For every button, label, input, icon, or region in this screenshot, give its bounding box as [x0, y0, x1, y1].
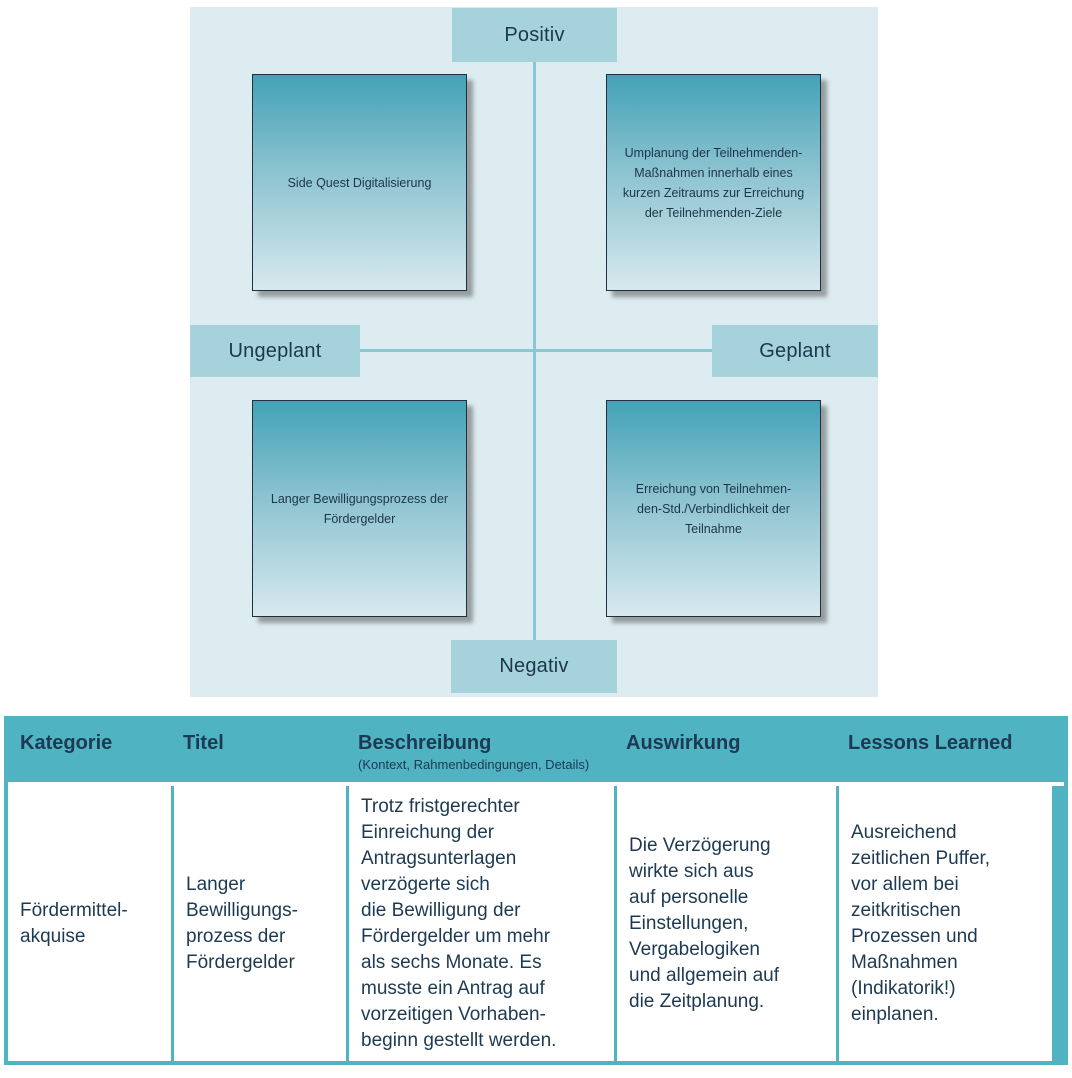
axis-label-ungeplant: Ungeplant: [190, 325, 360, 377]
axis-label-negativ: Negativ: [451, 640, 617, 693]
column-header-label: Titel: [183, 732, 224, 754]
cell-text: Fördermittel- akquise: [20, 899, 128, 947]
quadrant-card-text: Erreichung von Teilnehmen- den-Std./Verb…: [635, 481, 792, 536]
cell-beschreibung: Trotz fristgerechter Einreichung der Ant…: [349, 786, 614, 1061]
axis-label-positiv: Positiv: [452, 8, 617, 62]
column-header-auswirkung: Auswirkung: [614, 720, 836, 782]
quadrant-card-text: Umplanung der Teilnehmenden- Maßnahmen i…: [622, 145, 805, 220]
axis-label-ungeplant-text: Ungeplant: [228, 339, 322, 362]
axis-label-geplant: Geplant: [712, 325, 878, 377]
axis-label-positiv-text: Positiv: [504, 23, 565, 46]
lessons-learned-table: Kategorie Titel Beschreibung (Kontext, R…: [4, 716, 1068, 1065]
quadrant-card-negativ-geplant: Erreichung von Teilnehmen- den-Std./Verb…: [606, 400, 821, 617]
column-header-label: Auswirkung: [626, 732, 741, 754]
column-header-label: Lessons Learned: [848, 732, 1013, 754]
column-header-beschreibung: Beschreibung (Kontext, Rahmenbedingungen…: [346, 720, 614, 782]
column-header-sublabel: (Kontext, Rahmenbedingungen, Details): [358, 757, 590, 772]
axis-label-negativ-text: Negativ: [499, 655, 569, 677]
column-header-titel: Titel: [171, 720, 346, 782]
cell-titel: Langer Bewilligungs- prozess der Förderg…: [174, 786, 346, 1061]
horizontal-axis-line: [360, 349, 712, 352]
table-row: Fördermittel- akquise Langer Bewilligung…: [8, 786, 1064, 1061]
cell-kategorie: Fördermittel- akquise: [8, 786, 171, 1061]
table-header-row: Kategorie Titel Beschreibung (Kontext, R…: [8, 720, 1064, 782]
quadrant-card-text: Langer Bewilligungsprozess der Fördergel…: [270, 491, 449, 526]
cell-auswirkung: Die Verzögerung wirkte sich aus auf pers…: [617, 786, 836, 1061]
quadrant-card-negativ-ungeplant: Langer Bewilligungsprozess der Fördergel…: [252, 400, 467, 617]
cell-lessons-learned: Ausreichend zeitlichen Puffer, vor allem…: [839, 786, 1052, 1061]
column-header-label: Beschreibung: [358, 732, 492, 754]
risk-quadrant-diagram: Positiv Negativ Ungeplant Geplant Side Q…: [190, 7, 878, 697]
column-header-kategorie: Kategorie: [8, 720, 171, 782]
cell-text: Ausreichend zeitlichen Puffer, vor allem…: [851, 821, 991, 1025]
cell-text: Die Verzögerung wirkte sich aus auf pers…: [629, 834, 779, 1012]
column-header-lessons-learned: Lessons Learned: [836, 720, 1052, 782]
quadrant-card-positiv-ungeplant: Side Quest Digitalisierung: [252, 74, 467, 291]
column-header-label: Kategorie: [20, 732, 113, 754]
cell-text: Trotz fristgerechter Einreichung der Ant…: [361, 795, 557, 1051]
quadrant-card-text: Side Quest Digitalisierung: [287, 175, 432, 190]
header-body-divider: [8, 782, 1064, 786]
axis-label-geplant-text: Geplant: [759, 339, 831, 362]
cell-text: Langer Bewilligungs- prozess der Förderg…: [186, 873, 298, 973]
quadrant-card-positiv-geplant: Umplanung der Teilnehmenden- Maßnahmen i…: [606, 74, 821, 291]
